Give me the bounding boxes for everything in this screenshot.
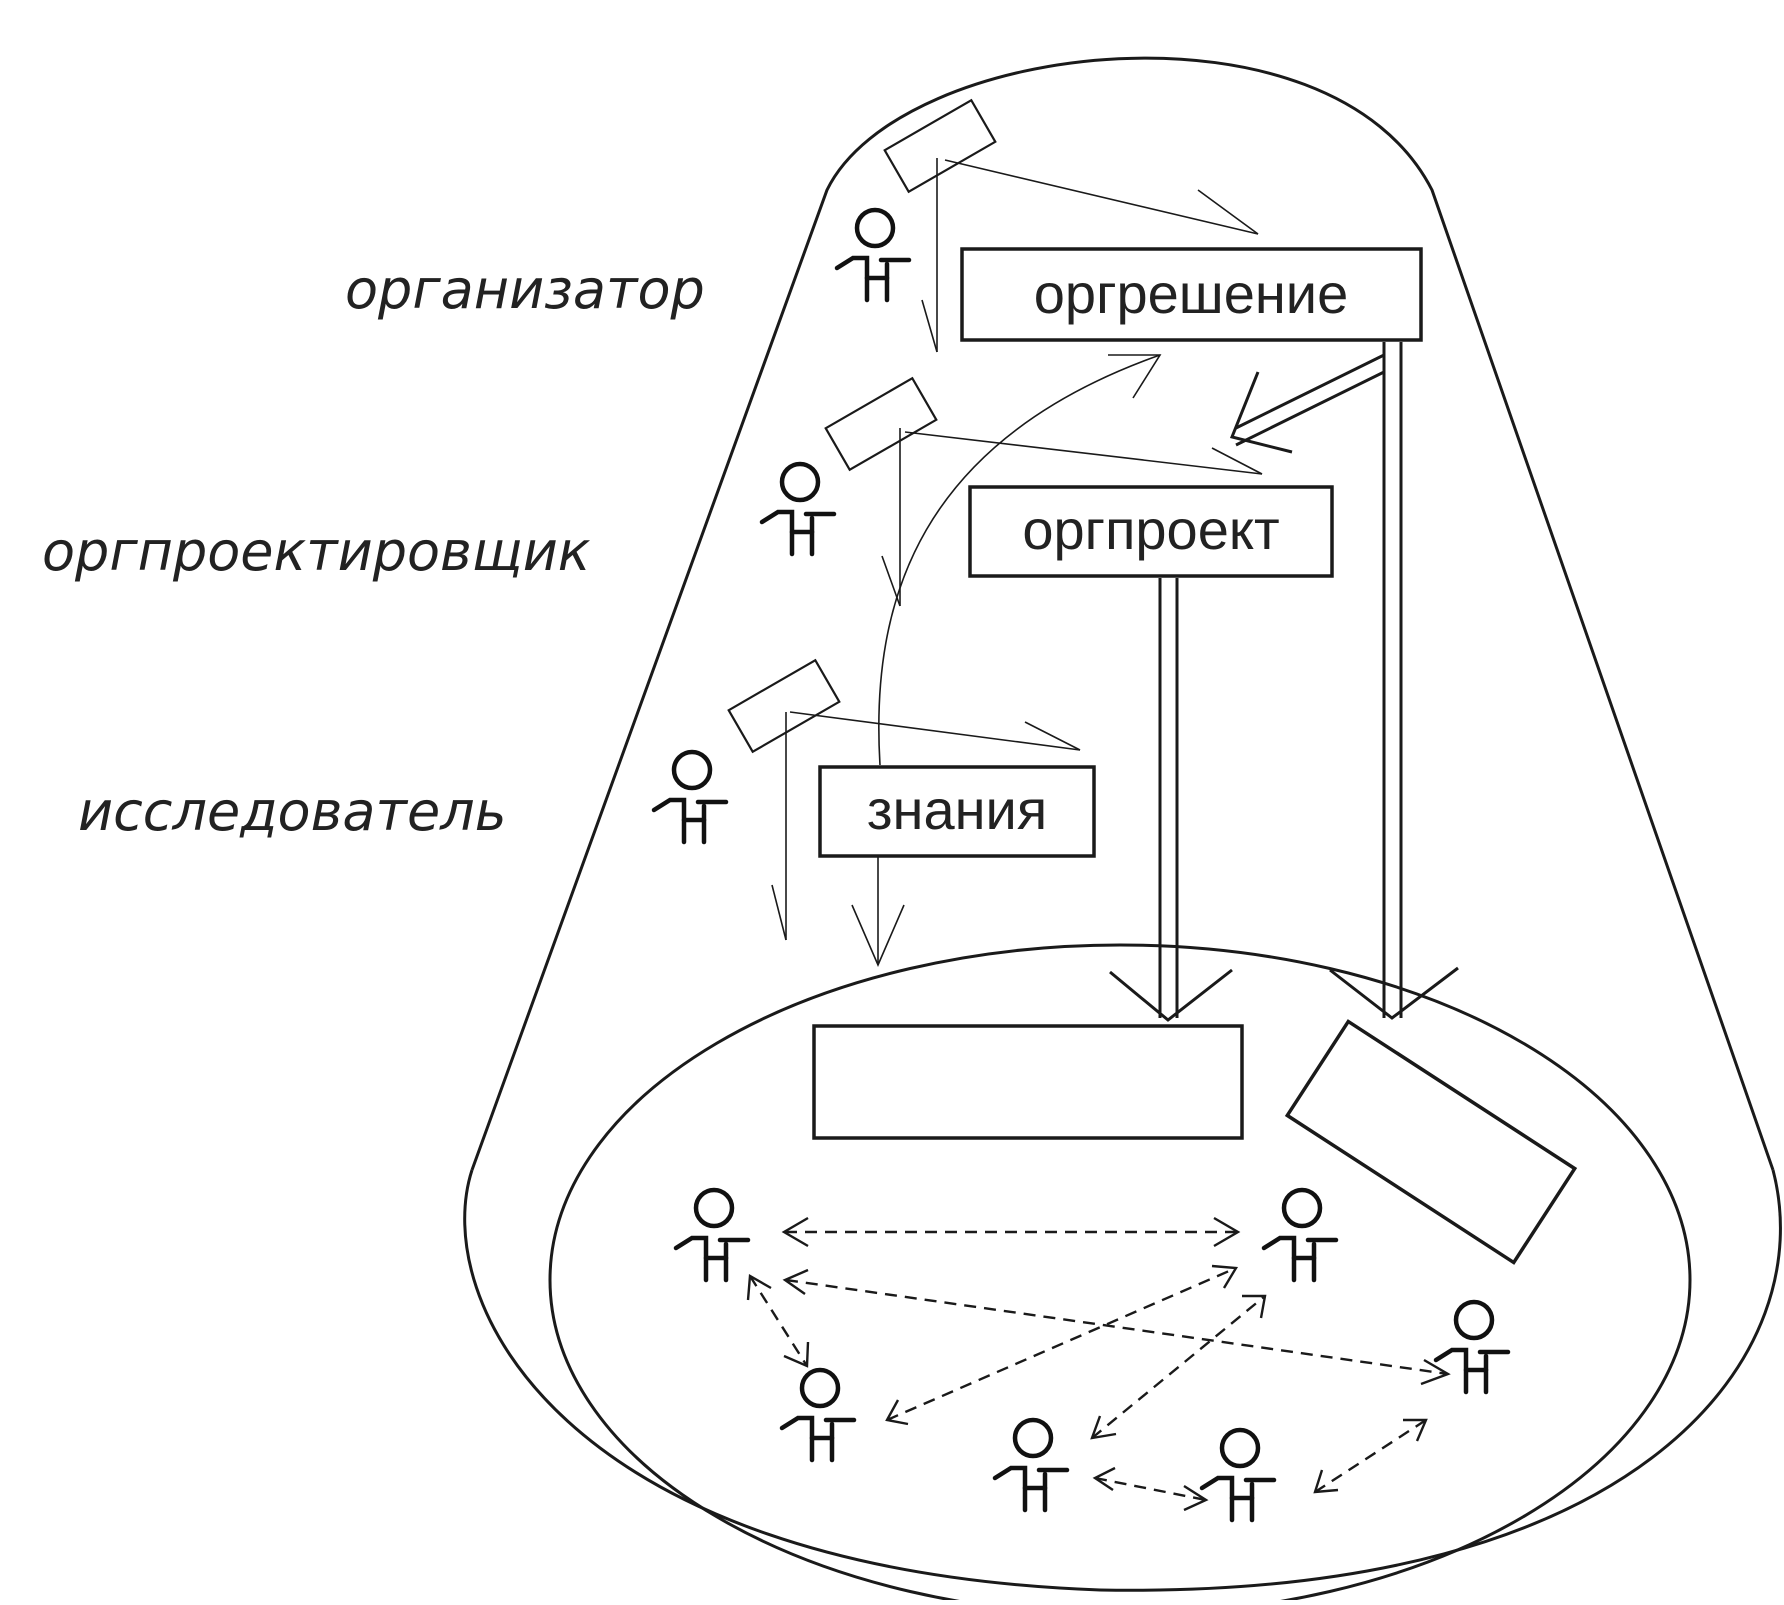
actor-person-icon-6 [1436,1302,1508,1392]
cone-outline [470,56,1775,1171]
project-arrow-head [1109,968,1233,1022]
cone-bottom-curve [463,1169,1782,1592]
result-box-empty [812,1024,1244,1140]
actor-person-icon-3 [782,1370,854,1460]
designer-board-icon [824,376,938,472]
actor-person-icon-4 [995,1420,1067,1510]
project-box [968,485,1334,578]
researcher-board-icon [727,658,841,754]
label-researcher: исследователь [78,780,507,843]
knowledge-to-decision-head [1108,354,1162,399]
decision-diagonal-line-1 [1235,353,1385,430]
decision-box-label: оргрешение [1034,262,1348,325]
organizer-board-icon [883,98,997,194]
actor-person-icon-5 [1202,1430,1274,1520]
label-designer: оргпроектировщик [42,520,591,583]
organizer-down-arrow-head [921,299,938,353]
label-organizer: организатор [345,258,705,321]
result-box-tilted-empty [1284,1019,1578,1265]
activity-ellipse [548,943,1692,1605]
organizer-person-icon [837,210,909,300]
knowledge-to-decision-curve [878,354,1161,766]
researcher-down-arrow-head [771,884,787,941]
decision-diagonal-line-2 [1235,370,1385,447]
actor-person-icon-1 [676,1190,748,1280]
designer-right-arrow [904,431,1263,475]
knowledge-down-arrow-head [851,904,905,968]
decision-box [960,247,1423,342]
organizer-right-arrow [944,159,1259,235]
knowledge-box [818,765,1096,858]
organizer-right-arrow-head [1197,189,1259,235]
decision-to-tilted-arrow-head [1329,966,1459,1020]
knowledge-box-label: знания [867,778,1047,841]
interaction-arrows [746,1216,1451,1512]
decision-diagonal-arrow-head [1229,371,1293,454]
researcher-right-arrow-head [1024,721,1081,751]
researcher-right-arrow [789,711,1081,751]
designer-right-arrow-head [1211,447,1263,475]
researcher-person-icon [654,752,726,842]
designer-person-icon [762,464,834,554]
actor-person-icon-2 [1264,1190,1336,1280]
project-box-label: оргпроект [1022,498,1279,561]
